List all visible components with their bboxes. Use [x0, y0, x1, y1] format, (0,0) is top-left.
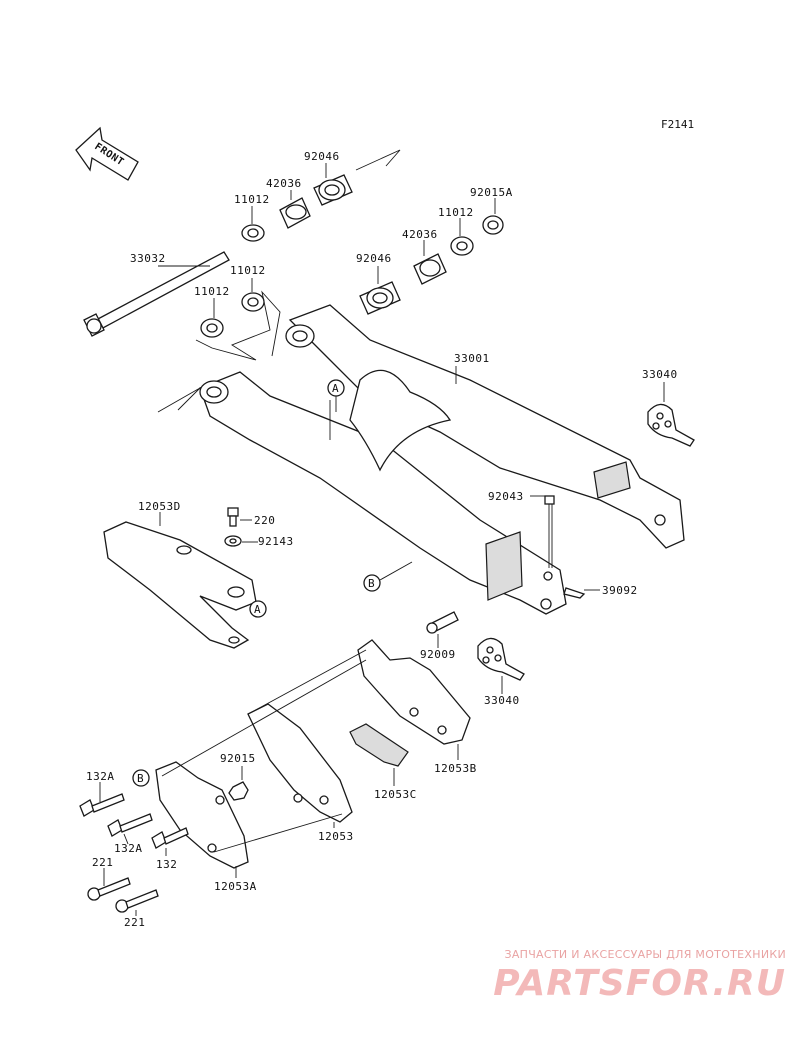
part-label-92143: 92143: [258, 535, 294, 548]
bolt-132: [151, 827, 189, 849]
figure-code: F2141: [661, 118, 695, 131]
part-label-12053d: 12053D: [138, 500, 181, 513]
part-label-33001: 33001: [454, 352, 490, 365]
pivot-hardware-upper: [200, 174, 504, 338]
chain-guide-plate-b: [357, 639, 471, 745]
part-label-39092: 39092: [602, 584, 638, 597]
part-label-221-bottom: 221: [124, 916, 145, 929]
chain-guide-block: [349, 723, 409, 767]
guide-nut: [228, 781, 249, 801]
part-label-221-top: 221: [92, 856, 113, 869]
slider-bolt: [227, 507, 239, 527]
part-label-33040-bottom: 33040: [484, 694, 520, 707]
stud-bolt: [426, 611, 459, 634]
part-label-11012-left: 11012: [194, 285, 230, 298]
leader-lines: [99, 163, 665, 916]
pivot-axle: [83, 251, 230, 337]
part-label-92009: 92009: [420, 648, 456, 661]
part-label-33040-top: 33040: [642, 368, 678, 381]
reference-marker-a-bottom: A: [249, 600, 267, 618]
part-label-12053: 12053: [318, 830, 354, 843]
chain-adjuster-lower: [477, 637, 525, 681]
part-label-92015a: 92015A: [470, 186, 513, 199]
part-label-220: 220: [254, 514, 275, 527]
part-label-132: 132: [156, 858, 177, 871]
part-label-12053b: 12053B: [434, 762, 477, 775]
part-label-12053c: 12053C: [374, 788, 417, 801]
watermark-logo: PARTSFOR.RU: [493, 963, 786, 1004]
bolt-221-top: [87, 877, 131, 901]
part-label-11012-mid: 11012: [230, 264, 266, 277]
reference-marker-a-label-2: A: [254, 603, 261, 616]
slider-washer: [224, 535, 242, 547]
reference-marker-b-bottom: B: [132, 769, 150, 787]
chain-slider: [103, 521, 257, 649]
guide-connection-lines: [161, 649, 367, 853]
part-label-11012-top: 11012: [234, 193, 270, 206]
reference-marker-a-label: A: [332, 382, 339, 395]
cotter-pin: [563, 587, 586, 599]
chain-guide-plate-a: [155, 761, 249, 869]
bolt-221-bottom: [115, 889, 159, 913]
part-label-42036-top: 42036: [266, 177, 302, 190]
chain-guide-plate: [247, 703, 353, 823]
bolt-132a-bottom: [107, 813, 153, 837]
chain-adjuster-upper: [647, 403, 695, 447]
front-arrow-icon: FRONT: [75, 126, 139, 181]
swingarm: [199, 304, 685, 615]
part-label-42036-right: 42036: [402, 228, 438, 241]
part-label-33032: 33032: [130, 252, 166, 265]
part-label-132a-top: 132A: [86, 770, 115, 783]
reference-marker-b-label: B: [368, 577, 375, 590]
adjuster-bolt: [544, 495, 555, 568]
part-label-11012-right: 11012: [438, 206, 474, 219]
part-labels: 92046 42036 11012 92015A 11012 42036 330…: [86, 150, 678, 929]
reference-marker-b-top: B: [363, 561, 413, 592]
part-label-92046-mid: 92046: [356, 252, 392, 265]
part-label-132a-bottom: 132A: [114, 842, 143, 855]
bolt-132a-top: [79, 793, 125, 817]
watermark: ЗАПЧАСТИ И АКСЕССУАРЫ ДЛЯ МОТОТЕХНИКИ PA…: [493, 948, 786, 1004]
part-label-92046-top: 92046: [304, 150, 340, 163]
part-label-92015: 92015: [220, 752, 256, 765]
reference-marker-b-label-2: B: [137, 772, 144, 785]
part-label-12053a: 12053A: [214, 880, 257, 893]
watermark-tagline: ЗАПЧАСТИ И АКСЕССУАРЫ ДЛЯ МОТОТЕХНИКИ: [504, 948, 786, 961]
part-label-92043: 92043: [488, 490, 524, 503]
reference-marker-a-top: A: [327, 379, 345, 412]
